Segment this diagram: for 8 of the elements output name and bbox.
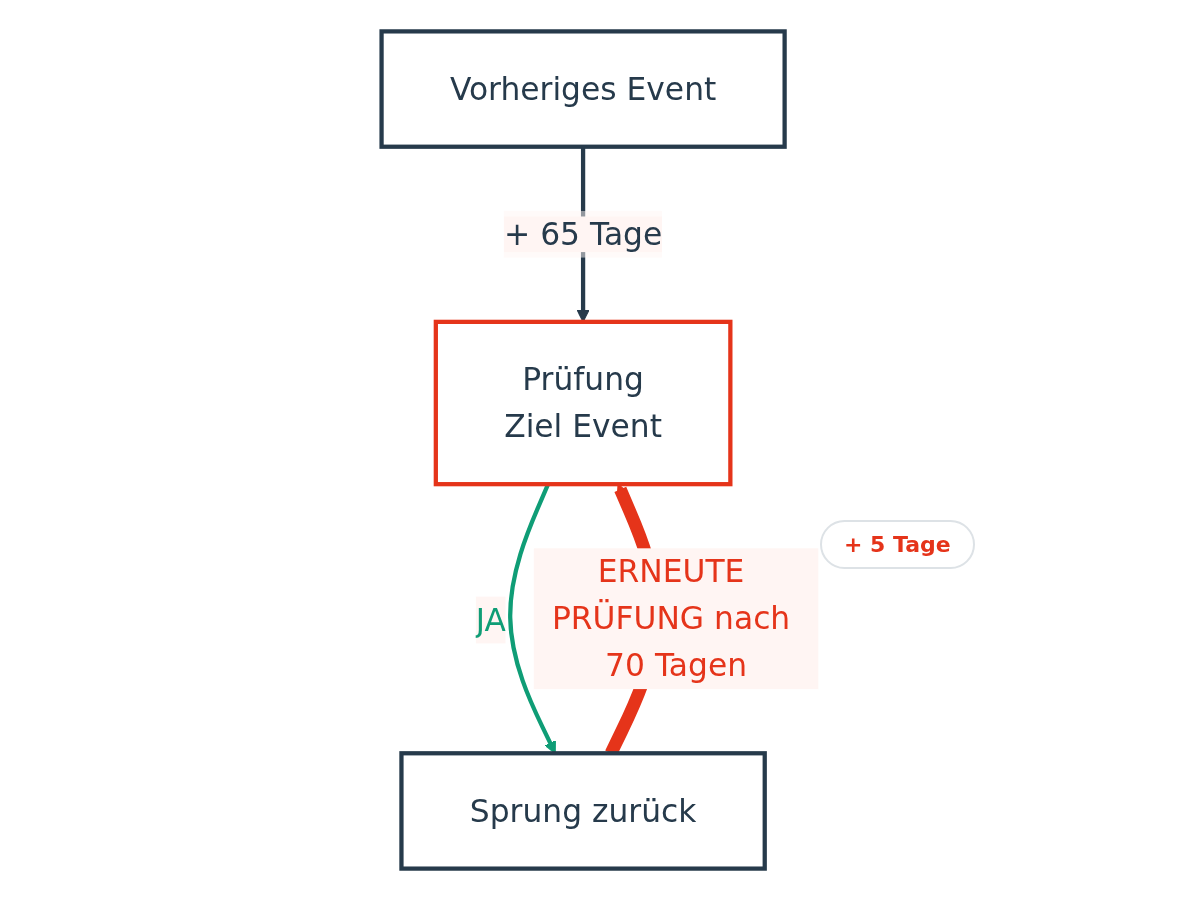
edge-label: ERNEUTE PRÜFUNG nach 70 Tagen (551, 553, 791, 684)
duration-pill: + 5 Tage (820, 520, 975, 569)
edge-label: JA (475, 602, 506, 638)
edge-label: + 65 Tage (503, 216, 663, 253)
node-box: Sprung zurück (399, 751, 767, 871)
arrow (508, 483, 556, 754)
node-box: Prüfung Ziel Event (433, 319, 733, 487)
node-box: Vorheriges Event (379, 29, 787, 149)
